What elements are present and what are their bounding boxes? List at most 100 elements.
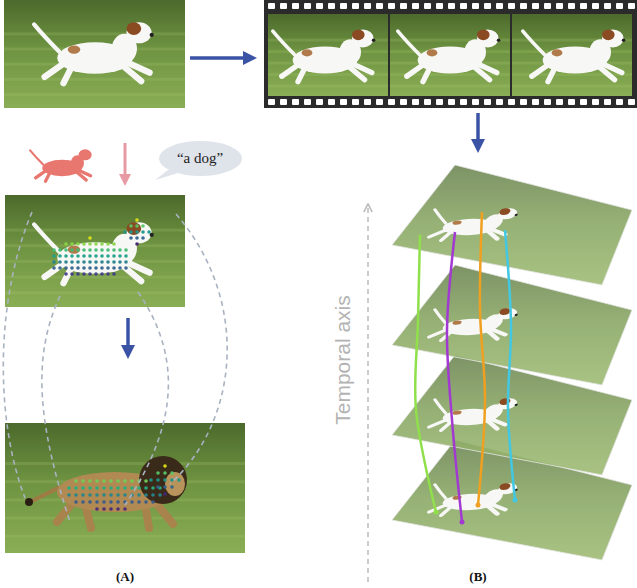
blue-arrow xyxy=(476,113,480,146)
keypoint-dot xyxy=(52,260,56,264)
keypoint-dot xyxy=(106,266,110,270)
keypoint-dot xyxy=(82,266,86,270)
lion-tail-tuft xyxy=(25,498,33,506)
keypoint-dot xyxy=(116,500,120,504)
dog-figure xyxy=(273,29,376,81)
keypoint-dot xyxy=(124,254,128,258)
sprocket-hole xyxy=(616,3,623,9)
keypoint-dot xyxy=(82,254,86,258)
dog-head xyxy=(496,308,519,319)
keypoint-dot xyxy=(124,248,128,252)
grass-streak xyxy=(5,276,185,279)
keypoint-dot xyxy=(88,248,92,252)
keypoint-dot xyxy=(116,486,120,490)
keypoint-dot xyxy=(74,493,78,497)
keypoint-dot xyxy=(100,260,104,264)
point-trajectory xyxy=(505,230,515,500)
sprocket-hole xyxy=(412,3,419,9)
sprocket-hole xyxy=(316,3,323,9)
keypoint-dot xyxy=(130,500,134,504)
keypoint-dot xyxy=(94,260,98,264)
sprocket-hole xyxy=(292,3,299,9)
sprocket-hole xyxy=(580,3,587,9)
keypoint-dot xyxy=(109,507,113,511)
keypoint-dot xyxy=(94,242,98,246)
sprocket-hole xyxy=(304,99,311,105)
keypoint-dot xyxy=(106,248,110,252)
dog-ear-patch xyxy=(127,222,142,235)
keypoint-dot xyxy=(64,266,68,270)
correspondence-dots xyxy=(149,464,181,496)
keypoint-dot xyxy=(52,248,56,252)
blue-arrow xyxy=(126,318,130,352)
keypoint-dot xyxy=(82,260,86,264)
photo-ground xyxy=(390,14,510,96)
dog-ear-patch xyxy=(352,29,365,40)
sprocket-hole xyxy=(544,99,551,105)
keypoint-dot xyxy=(106,242,110,246)
dog-figure xyxy=(420,483,520,515)
pink-arrow xyxy=(124,143,127,180)
sprocket-hole xyxy=(460,99,467,105)
sprocket-hole xyxy=(304,3,311,9)
keypoint-dot xyxy=(141,236,145,240)
dog-figure xyxy=(523,29,626,81)
keypoint-dot xyxy=(109,486,113,490)
sprocket-hole xyxy=(628,99,635,105)
keypoint-dot xyxy=(163,471,167,475)
sprocket-hole xyxy=(436,99,443,105)
sprocket-hole xyxy=(520,99,527,105)
dog-back-patch xyxy=(68,45,81,53)
sprocket-hole xyxy=(568,3,575,9)
filmstrip xyxy=(264,0,637,108)
keypoint-dot xyxy=(88,493,92,497)
keypoint-dot xyxy=(95,486,99,490)
keypoint-dot xyxy=(88,236,92,240)
sprocket-hole xyxy=(292,99,299,105)
keypoint-dot xyxy=(129,224,133,228)
keypoint-dot xyxy=(118,254,122,258)
dog-head xyxy=(496,208,519,219)
keypoint-dot xyxy=(137,493,141,497)
keypoint-dot xyxy=(141,230,145,234)
dog-tail xyxy=(428,309,453,323)
sprocket-hole xyxy=(340,3,347,9)
keypoint-dot xyxy=(94,266,98,270)
keypoint-dot xyxy=(109,479,113,483)
keypoint-dot xyxy=(70,266,74,270)
keypoint-dot xyxy=(144,500,148,504)
keypoint-dot xyxy=(94,248,98,252)
keypoint-dot xyxy=(81,479,85,483)
keypoint-dot xyxy=(163,492,167,496)
plane-ground xyxy=(390,165,637,290)
keypoint-dot xyxy=(76,248,80,252)
keypoint-dot xyxy=(151,493,155,497)
keypoint-dot xyxy=(94,254,98,258)
keypoint-dot xyxy=(156,471,160,475)
keypoint-dot xyxy=(116,479,120,483)
keypoint-dot xyxy=(70,248,74,252)
grass-streak xyxy=(5,291,185,294)
sprocket-hole xyxy=(568,99,575,105)
sprocket-hole xyxy=(604,99,611,105)
dog-figure xyxy=(398,29,501,81)
keypoint-dot xyxy=(64,254,68,258)
sprocket-hole xyxy=(364,99,371,105)
point-trajectory xyxy=(447,232,462,522)
keypoint-dot xyxy=(95,507,99,511)
keypoint-dot xyxy=(100,266,104,270)
dog-nose xyxy=(622,38,626,42)
dog-nose xyxy=(150,33,154,37)
keypoint-dot xyxy=(81,486,85,490)
sprocket-hole xyxy=(280,3,287,9)
keypoint-dot xyxy=(149,478,153,482)
keypoint-dot xyxy=(100,272,104,276)
panel-label: (B) xyxy=(469,569,486,585)
keypoint-dot xyxy=(88,254,92,258)
sprocket-hole xyxy=(268,99,275,105)
keypoint-dot xyxy=(52,266,56,270)
keypoint-dot xyxy=(70,242,74,246)
photo xyxy=(512,14,632,96)
sprocket-hole xyxy=(328,99,335,105)
